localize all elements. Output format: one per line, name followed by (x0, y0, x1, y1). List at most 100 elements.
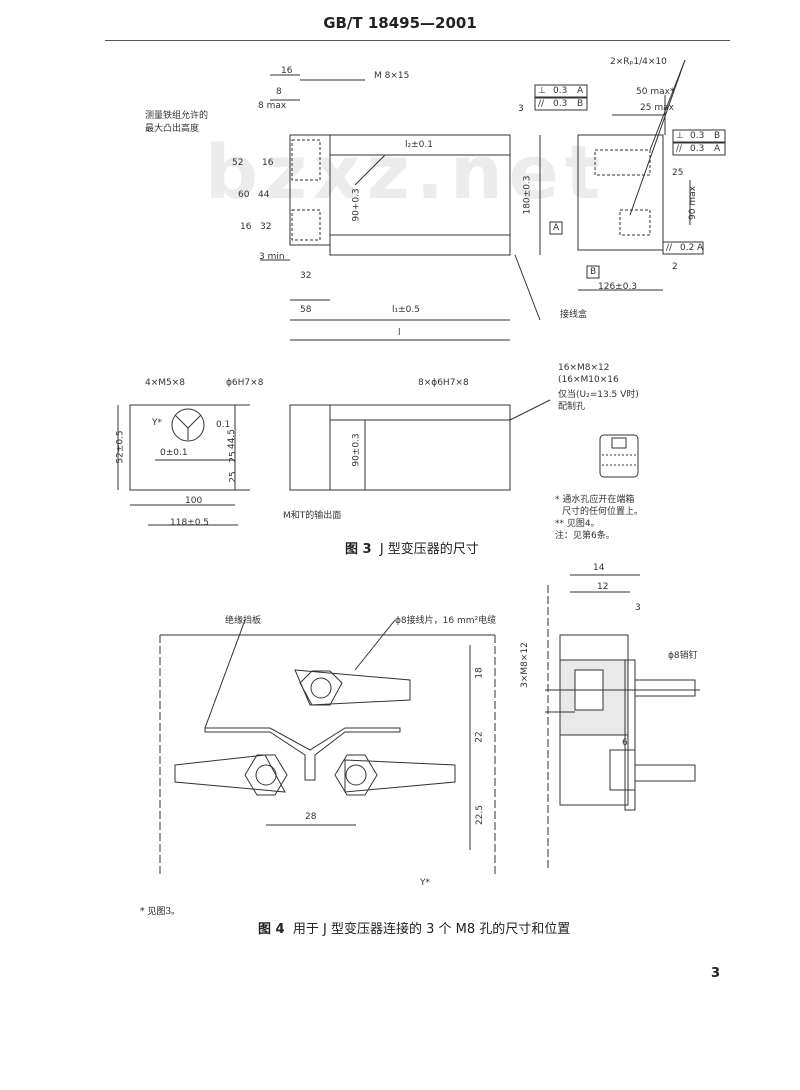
standard-header: GB/T 18495—2001 (323, 14, 477, 32)
dim-25b: 25 (228, 451, 239, 463)
datum-a: A (553, 223, 560, 233)
dim-l2: l₂±0.1 (405, 140, 433, 150)
dim-l1: l₁±0.5 (392, 305, 420, 315)
label-terminal-box: 接线盒 (560, 310, 588, 320)
transformer-end-view (577, 134, 664, 251)
label-rp: 2×Rₚ1/4×10 (610, 57, 667, 67)
dim-3-top: 3 (518, 104, 524, 114)
tol3-value: 0.3 (690, 131, 705, 141)
tol2-datum: B (577, 99, 584, 109)
dim-14: 14 (593, 563, 605, 573)
dim-58: 58 (300, 305, 312, 315)
dim-25c: 25 (228, 471, 239, 483)
tol5-value: 0.2 (680, 243, 695, 253)
label-y-star: Y* (152, 418, 162, 428)
note-1: * 通水孔应开在端箱 (555, 495, 635, 505)
dim-50max: 50 max* (636, 87, 675, 97)
tol5-datum: A (697, 243, 704, 253)
tapped-hole-icon (599, 434, 639, 478)
label-barrier: 绝缘挡板 (225, 616, 262, 626)
left-lug (174, 754, 286, 793)
dim-90: 90+0.3 (351, 188, 362, 222)
tol3-datum: B (714, 131, 721, 141)
dim-52: 52 (232, 158, 244, 168)
dim-126: 126±0.3 (598, 282, 638, 292)
right-lug (344, 759, 456, 793)
dim-44: 44 (258, 190, 270, 200)
dim-3min: 3 min (259, 252, 285, 262)
tol5-symbol: // (666, 243, 673, 253)
note-max-height-2: 最大凸出高度 (145, 124, 200, 134)
dim-18: 18 (474, 667, 485, 679)
dim-32: 32 (260, 222, 272, 232)
figure-3-caption: 图 3 J 型变压器的尺寸 (345, 538, 479, 557)
tol4-value: 0.3 (690, 144, 705, 154)
figure-4-number: 图 4 (258, 922, 285, 937)
transformer-front-view (129, 404, 236, 491)
right-nut (334, 754, 378, 796)
tol2-symbol: // (538, 99, 545, 109)
label-mt-face: M和T的输出面 (283, 511, 342, 521)
tol1-datum: A (577, 86, 584, 96)
note-2: 尺寸的任何位置上。 (562, 507, 644, 517)
label-m8x15: M 8×15 (374, 71, 410, 81)
dim-l: l (398, 328, 401, 338)
dim-180: 180±0.3 (522, 175, 533, 215)
label-y-star-fig4: Y* (420, 878, 430, 888)
dim-0-1b: 0±0.1 (160, 448, 188, 458)
figure-3-number: 图 3 (345, 542, 372, 557)
dim-6: 6 (622, 738, 628, 748)
left-nut (244, 754, 288, 796)
label-m8x12-4: 配制孔 (558, 402, 586, 412)
phi6-hole-circle (171, 408, 205, 442)
datum-b: B (590, 267, 597, 277)
note-3: ** 见图4。 (555, 519, 600, 529)
dim-16a: 16 (262, 158, 274, 168)
dim-0-1: 0.1 (216, 420, 231, 430)
dim-28: 28 (305, 812, 317, 822)
dim-60: 60 (238, 190, 250, 200)
label-m8x12-3: 仅当(U₂=13.5 V时) (558, 390, 639, 400)
dim-3-fig4: 3 (635, 603, 641, 613)
dim-16-top: 16 (281, 66, 293, 76)
dim-12: 12 (597, 582, 609, 592)
transformer-end-block (289, 134, 331, 246)
note-max-height-1: 测量铁组允许的 (145, 111, 209, 121)
dim-90max: 90 max (687, 186, 698, 220)
dim-44-5: 44.5 (227, 428, 238, 450)
figure-4-footnote: * 见图3。 (140, 907, 181, 917)
top-nut (299, 670, 343, 706)
dim-22: 22 (474, 731, 485, 743)
tol2-value: 0.3 (553, 99, 568, 109)
header-rule (105, 40, 730, 41)
dim-90b: 90±0.3 (351, 433, 362, 467)
label-phi6b: 8×ϕ6H7×8 (418, 378, 469, 388)
tol1-value: 0.3 (553, 86, 568, 96)
dim-100: 100 (185, 496, 203, 506)
label-m8x12-1: 16×M8×12 (558, 363, 610, 373)
label-phi6: ϕ6H7×8 (226, 378, 264, 388)
tol4-datum: A (714, 144, 721, 154)
dim-8: 8 (276, 87, 282, 97)
insulating-barrier (204, 727, 401, 781)
dim-25: 25 (672, 168, 684, 178)
label-phi8-lug: ϕ8接线片，16 mm²电缆 (395, 616, 497, 626)
label-phi8-pin: ϕ8销钉 (668, 651, 698, 661)
figure-4-caption: 图 4 用于 J 型变压器连接的 3 个 M8 孔的尺寸和位置 (258, 918, 570, 937)
pin-1 (634, 679, 696, 697)
page-number: 3 (710, 966, 720, 981)
dim-52b: 52±0.5 (115, 430, 126, 464)
figure-4-title: 用于 J 型变压器连接的 3 个 M8 孔的尺寸和位置 (292, 922, 571, 937)
label-m8x12-fig4: 3×M8×12 (519, 642, 530, 688)
dim-8max: 8 max (258, 101, 287, 111)
dim-25max: 25 max (640, 103, 674, 113)
dim-2: 2 (672, 262, 678, 272)
label-m8x12-2: (16×M10×16 (558, 375, 619, 385)
tol4-symbol: // (676, 144, 683, 154)
pin-2 (634, 764, 696, 782)
note-4: 注：见第6条。 (555, 531, 615, 541)
dim-22-5: 22.5 (475, 804, 486, 826)
watermark: bzxz.net (205, 130, 607, 216)
